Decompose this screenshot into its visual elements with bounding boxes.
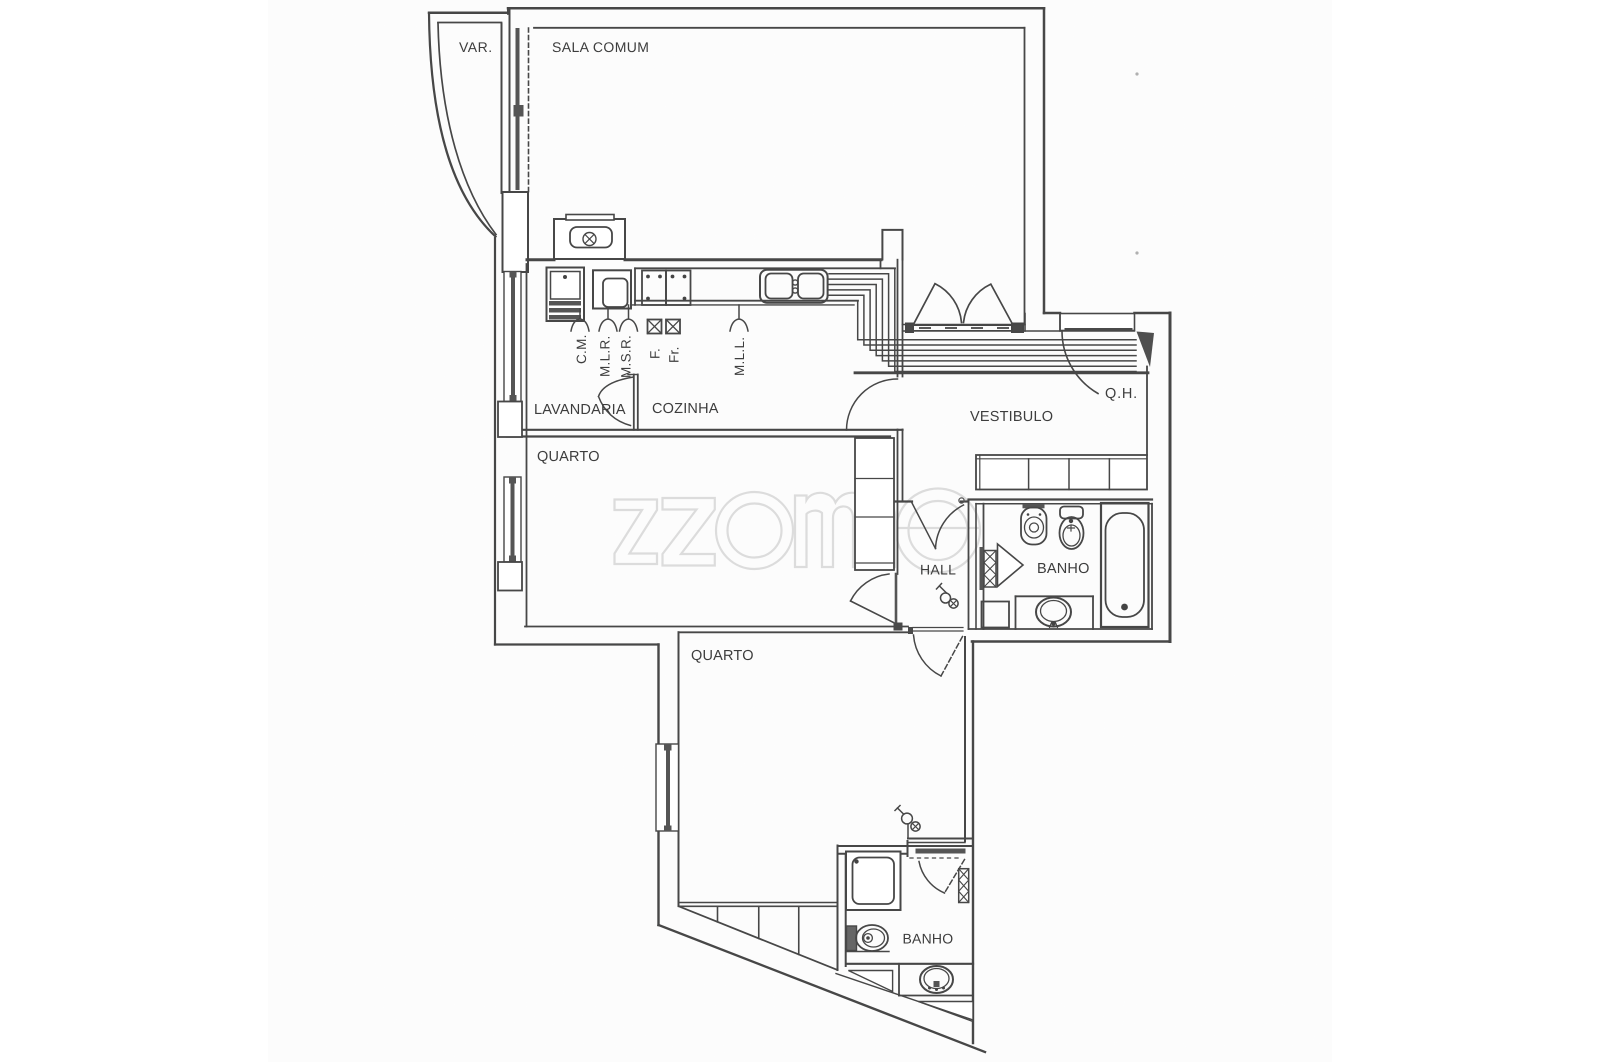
svg-text:VAR.: VAR. (459, 39, 493, 55)
svg-text:F.: F. (648, 348, 663, 359)
svg-text:QUARTO: QUARTO (691, 648, 754, 664)
svg-text:SALA COMUM: SALA COMUM (552, 39, 649, 55)
svg-text:QUARTO: QUARTO (537, 449, 600, 465)
svg-text:HALL: HALL (920, 562, 956, 578)
svg-text:BANHO: BANHO (1037, 561, 1090, 577)
svg-text:M.L.R.: M.L.R. (598, 335, 613, 377)
svg-text:M.L.L.: M.L.L. (732, 337, 747, 376)
svg-text:BANHO: BANHO (903, 931, 954, 947)
svg-text:COZINHA: COZINHA (652, 401, 719, 417)
svg-text:C.M.: C.M. (574, 334, 589, 364)
svg-text:Q.H.: Q.H. (1105, 386, 1138, 402)
svg-text:Fr.: Fr. (667, 346, 682, 363)
svg-text:LAVANDARIA: LAVANDARIA (534, 402, 626, 418)
svg-text:VESTIBULO: VESTIBULO (970, 409, 1053, 425)
svg-text:M.S.R.: M.S.R. (619, 335, 634, 378)
